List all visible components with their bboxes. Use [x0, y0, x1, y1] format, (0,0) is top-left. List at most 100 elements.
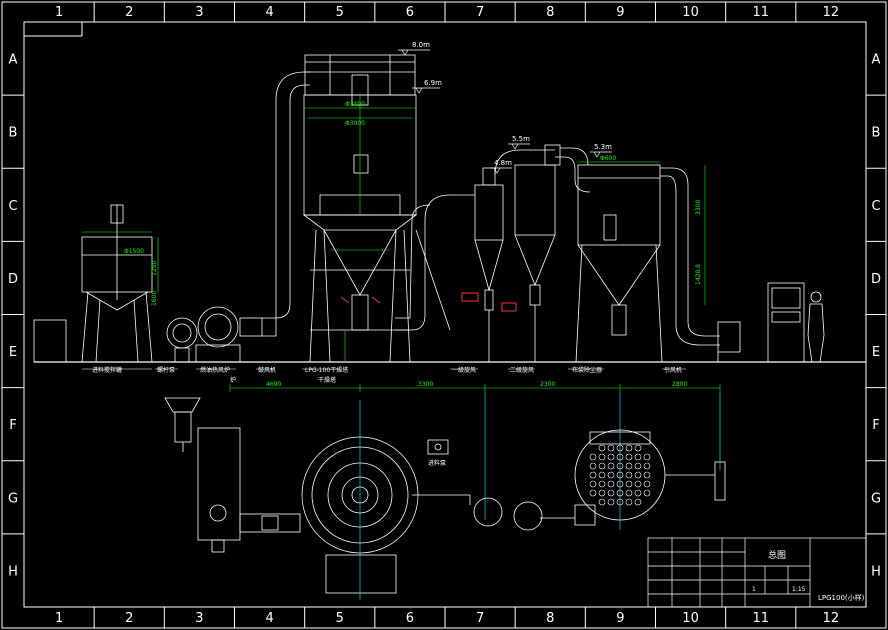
grid-column-label: 8	[546, 611, 554, 626]
filter-tube	[616, 489, 624, 497]
operator-figure	[807, 291, 825, 363]
grid-column-label: 4	[265, 5, 273, 20]
elevation-cyclone-low: 4.8m	[494, 159, 512, 167]
grid-column-label: 6	[406, 5, 414, 20]
filter-height-label: 3300	[695, 200, 702, 215]
filter-tube	[643, 489, 651, 497]
filter-inlet-duct	[555, 147, 591, 193]
span-2: 3300	[418, 381, 433, 388]
hot-air-furnace	[195, 306, 263, 363]
grid-column-label: 4	[265, 611, 273, 626]
equipment-label-bag_filter: 布袋除尘器	[572, 366, 602, 374]
filter-tube	[598, 444, 606, 452]
filter-tube	[643, 480, 651, 488]
grid-column-label: 1	[55, 611, 63, 626]
grid-column-label: 7	[476, 611, 484, 626]
grid-column-label: 9	[616, 5, 624, 20]
filter-tube	[616, 444, 624, 452]
plan-bag-filter	[574, 429, 726, 526]
plan-hopper	[164, 397, 201, 452]
plan-cyclones	[412, 494, 575, 531]
filter-tube	[634, 453, 642, 461]
filter-tubes	[589, 444, 651, 506]
plan-feed-pump	[427, 439, 449, 455]
filter-tube	[634, 444, 642, 452]
title-block-drawing-no: LPG100(小样)	[818, 593, 865, 602]
filter-tube	[625, 471, 633, 479]
equipment-label-tower: LPG-100干燥塔	[305, 366, 348, 374]
control-cabinet	[767, 282, 805, 363]
equipment-label-tank: 进料搅拌罐	[92, 366, 122, 374]
title-block	[647, 537, 867, 608]
span-4: 2800	[672, 381, 687, 388]
filter-tube	[625, 444, 633, 452]
grid-column-label: 2	[125, 611, 133, 626]
filter-tube	[598, 489, 606, 497]
grid-column-label: 6	[406, 611, 414, 626]
plan-furnace	[197, 427, 301, 553]
screw-pump	[166, 317, 198, 363]
cyclone-1	[474, 167, 504, 362]
filter-tube	[589, 462, 597, 470]
filter-tube	[598, 453, 606, 461]
span-dims	[229, 384, 721, 392]
grid-row-label: B	[872, 126, 881, 141]
filter-tube	[589, 471, 597, 479]
filter-tube	[589, 480, 597, 488]
filter-tube	[607, 462, 615, 470]
filter-duct-label: Φ600	[600, 155, 616, 162]
filter-tube	[643, 462, 651, 470]
filter-height-label-2: 1428.8	[695, 264, 702, 285]
grid-column-label: 11	[752, 5, 769, 20]
grid-row-label: A	[9, 53, 18, 68]
filter-tube	[625, 462, 633, 470]
rotary-valves	[340, 292, 517, 312]
filter-tube	[616, 498, 624, 506]
grid-column-label: 5	[336, 611, 344, 626]
filter-tube	[607, 453, 615, 461]
bag-filter	[575, 164, 663, 363]
grid-column-label: 5	[336, 5, 344, 20]
equipment-label-heater: 燃油热风炉	[200, 366, 230, 374]
grid-row-label: E	[9, 345, 17, 360]
grid-row-label: F	[872, 418, 879, 433]
equipment-label-fan_in: 鼓风机	[258, 366, 276, 374]
grid-row-label: G	[8, 491, 18, 506]
equipment-label-cyclone1: 一级旋风	[452, 366, 476, 374]
filter-tube	[607, 480, 615, 488]
filter-tube	[643, 471, 651, 479]
cyclone-2	[494, 144, 561, 362]
grid-column-label: 3	[195, 5, 203, 20]
title-block-scale: 1:15	[792, 586, 806, 593]
elevation-filter: 5.3m	[594, 143, 612, 151]
equipment-label-heat: 炉	[230, 376, 236, 384]
grid-column-label: 12	[823, 611, 840, 626]
grid-row-label: F	[9, 418, 16, 433]
grid-column-label: 8	[546, 5, 554, 20]
filter-tube	[598, 462, 606, 470]
tank-height-label-2: 1600	[151, 291, 158, 306]
filter-tube	[634, 498, 642, 506]
grid-row-label: D	[871, 272, 881, 287]
filter-tube	[634, 480, 642, 488]
elevation-top: 8.0m	[412, 41, 430, 49]
elevation-mid: 6.9m	[424, 79, 442, 87]
filter-tube	[634, 489, 642, 497]
span-3: 2300	[540, 381, 555, 388]
filter-tube	[625, 498, 633, 506]
hot-air-duct	[262, 71, 310, 337]
grid-column-label: 2	[125, 5, 133, 20]
filter-tube	[616, 453, 624, 461]
grid-row-label: G	[871, 491, 881, 506]
filter-tube	[616, 480, 624, 488]
tank-dims	[82, 231, 159, 292]
grid-column-label: 11	[752, 611, 769, 626]
tower-width-label-1: Φ3400	[345, 101, 365, 108]
exhaust-duct	[660, 167, 741, 362]
grid-row-label: E	[872, 345, 880, 360]
